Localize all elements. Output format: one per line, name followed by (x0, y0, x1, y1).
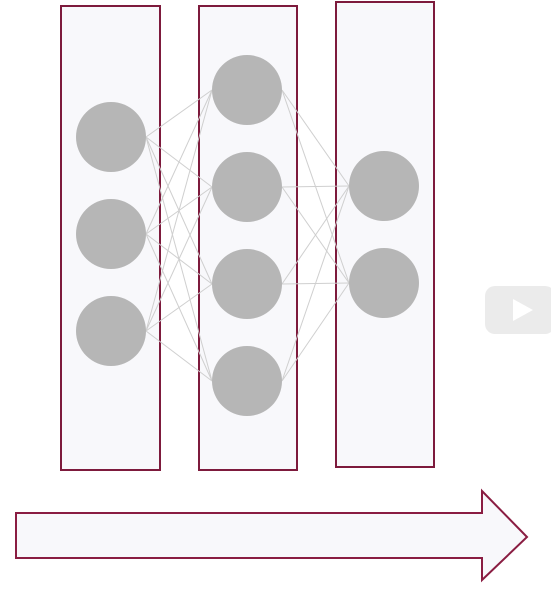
connection-input-2-to-hidden-1 (145, 89, 213, 235)
connection-hidden-4-to-output-2 (281, 282, 350, 382)
input-node-1 (76, 102, 146, 172)
play-icon[interactable] (513, 299, 533, 321)
connection-hidden-3-to-output-1 (281, 185, 350, 285)
connection-input-3-to-hidden-2 (145, 186, 213, 332)
connection-hidden-4-to-output-1 (281, 185, 350, 382)
hidden-node-3 (212, 249, 282, 319)
connection-hidden-1-to-output-1 (281, 89, 350, 187)
connection-input-3-to-hidden-3 (145, 283, 213, 332)
play-button[interactable] (485, 286, 551, 334)
hidden-node-2 (212, 152, 282, 222)
connection-input-3-to-hidden-1 (145, 89, 213, 332)
connection-input-1-to-hidden-1 (145, 89, 213, 138)
output-node-2 (349, 248, 419, 318)
neurons (76, 55, 419, 416)
output-node-1 (349, 151, 419, 221)
connections (145, 89, 350, 382)
connection-input-3-to-hidden-4 (145, 330, 213, 382)
input-node-3 (76, 296, 146, 366)
connection-hidden-2-to-output-1 (281, 185, 350, 188)
right-arrow-icon (15, 488, 529, 583)
output-layer-panel (335, 1, 435, 468)
input-node-2 (76, 199, 146, 269)
hidden-node-1 (212, 55, 282, 125)
hidden-node-4 (212, 346, 282, 416)
